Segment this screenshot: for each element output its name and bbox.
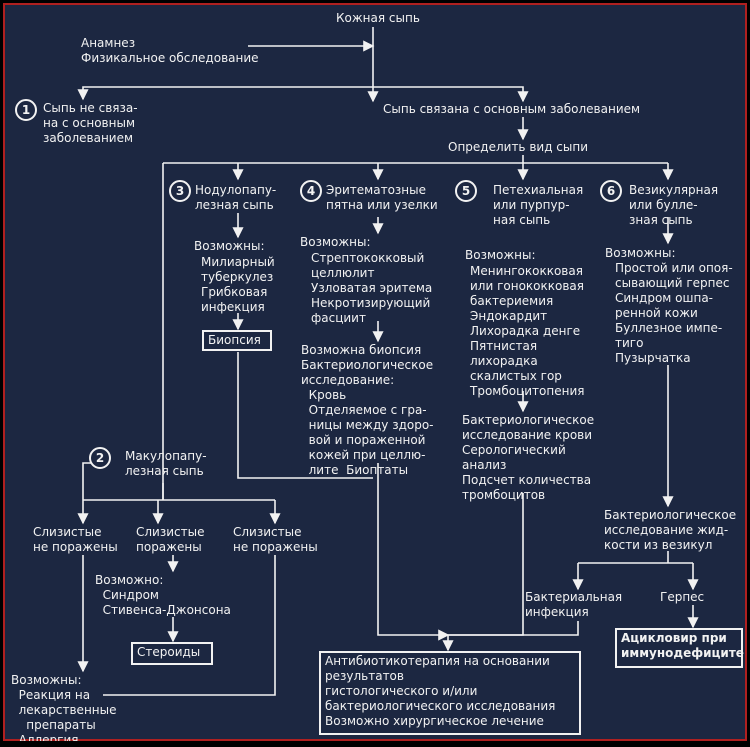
erythematous-conditions: Стрептококковый целлюлит Узловатая эрите… [311, 251, 433, 325]
step-3-badge: 3 [169, 180, 191, 202]
steroids-box: Стероиды [131, 642, 213, 665]
erythematous-possible-label: Возможны: [300, 235, 371, 249]
bacterial-infection: Бактериальная инфекция [525, 590, 623, 619]
step-4-badge: 4 [300, 180, 322, 202]
acyclovir-box: Ацикловир при иммунодефиците [615, 628, 744, 668]
step-6-badge: 6 [600, 180, 622, 202]
vesicle-fluid-test: Бактериологическое исследование жид- кос… [604, 508, 737, 552]
step-2-badge: 2 [89, 447, 111, 469]
root-rash: Кожная сыпь [336, 11, 420, 25]
unrelated-rash: Сыпь не связа- на с основным заболевание… [43, 101, 138, 145]
antibiotic-therapy-box: Антибиотикотерапия на основании результа… [319, 651, 581, 735]
biopsy-box: Биопсия [202, 330, 272, 351]
nodular-conditions: Милиарный туберкулез Грибковая инфекция [201, 255, 275, 314]
step-1-badge: 1 [15, 99, 37, 121]
history-exam: Анамнез Физикальное обследование [81, 36, 259, 65]
mucosa-intact-right: Слизистые не поражены [233, 525, 318, 554]
connector-1 [373, 86, 529, 103]
connector-3 [77, 86, 373, 101]
petechial-tests: Бактериологическое исследование крови Се… [462, 413, 595, 502]
erythematous-tests: Возможна биопсия Бактериологическое иссл… [301, 343, 434, 477]
connector-19 [448, 493, 524, 636]
connector-17 [377, 463, 450, 641]
macular-rash: Макулопапу- лезная сыпь [125, 449, 207, 478]
determine-rash-type: Определить вид сыпи [448, 140, 589, 154]
connector-14 [237, 352, 373, 479]
petechial-title: Петехиальная или пурпур- ная сыпь [493, 183, 584, 227]
mucosa-affected: Слизистые поражены [136, 525, 205, 554]
connector-lines [77, 27, 699, 696]
petechial-possible-label: Возможны: [465, 248, 536, 262]
vesicular-possible-label: Возможны: [605, 246, 676, 260]
mucosa-intact-left: Слизистые не поражены [33, 525, 118, 554]
connector-26 [448, 621, 579, 636]
vesicular-title: Везикулярная или булле- зная сыпь [629, 183, 719, 227]
flowchart: Кожная сыпь Анамнез Физикальное обследов… [3, 3, 747, 741]
vesicular-conditions: Простой или опоя- сывающий герпес Синдро… [615, 261, 733, 365]
sjs-possible: Возможно: Синдром Стивенса-Джонсона [95, 573, 231, 617]
nodular-rash-title: Нодулопапу- лезная сыпь [195, 183, 277, 212]
related-rash: Сыпь связана с основным заболеванием [383, 102, 641, 116]
step-5-badge: 5 [455, 180, 477, 202]
connector-38 [103, 555, 276, 696]
erythematous-title: Эритематозные пятна или узелки [326, 183, 438, 212]
drug-reaction-allergy: Возможны: Реакция на лекарственные препа… [11, 673, 117, 741]
petechial-conditions: Менингококковая или гонококковая бактери… [470, 264, 585, 398]
nodular-possible-label: Возможны: [194, 239, 265, 253]
herpes: Герпес [660, 590, 705, 604]
